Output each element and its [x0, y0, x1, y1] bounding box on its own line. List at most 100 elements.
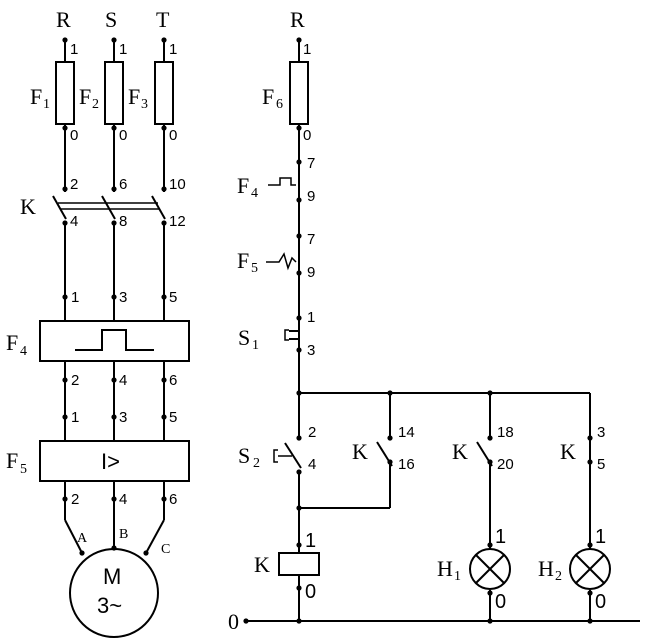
f4-contact-label: F [237, 173, 249, 198]
s2-sub: 2 [253, 456, 260, 471]
control-fuse-f6: F 6 1 0 [262, 41, 311, 144]
magnetic-actuator-icon [266, 252, 297, 271]
overcurrent-f5-bottom-3: 6 [169, 491, 177, 508]
thermal-symbol-icon [75, 329, 154, 351]
fuse-f6-label: F [262, 84, 274, 109]
fuse-f1: F 1 1 0 [30, 41, 78, 144]
motor-terminal-b: B [119, 527, 128, 542]
k-h1-top: 18 [497, 424, 514, 441]
f5-contact-top: 7 [307, 231, 315, 248]
overload-f4-bottom-1: 2 [71, 372, 79, 389]
fuse-f2: F 2 1 0 [79, 41, 127, 144]
overcurrent-f5-sub: 5 [20, 462, 27, 477]
fuse-f3-label: F [128, 84, 140, 109]
s1-top: 1 [307, 309, 315, 326]
k-h2-contact: K 3 5 [560, 424, 605, 473]
overload-f4-top-2: 3 [119, 289, 127, 306]
f5-aux-contact: F 5 7 9 [237, 231, 315, 281]
contactor-coil-k: K 1 0 [254, 530, 320, 603]
k-hold-top: 14 [398, 424, 415, 441]
k-hold-contact: K 14 16 [352, 424, 415, 473]
overload-f4-top-3: 5 [169, 289, 177, 306]
lamp-h2: H 2 1 0 [538, 526, 611, 613]
overcurrent-f5-bottom-2: 4 [119, 491, 127, 508]
k-h2-bottom: 5 [597, 456, 605, 473]
lamp-h2-sub: 2 [555, 569, 562, 584]
k-h1-label: K [452, 439, 468, 464]
coil-bottom: 0 [305, 581, 316, 603]
contactor-k-bottom-1: 4 [70, 213, 78, 230]
fuse-f3: F 3 1 0 [128, 41, 177, 144]
fuse-f2-bottom: 0 [119, 127, 127, 144]
lamp-h1: H 1 1 0 [437, 526, 511, 613]
control-circuit: R [228, 7, 640, 634]
phase-label-s: S [105, 7, 117, 32]
k-h1-bottom: 20 [497, 456, 514, 473]
contactor-k-top-1: 2 [70, 176, 78, 193]
overload-f4-top-1: 1 [71, 289, 79, 306]
lamp-h1-top: 1 [495, 526, 506, 548]
lamp-h1-bottom: 0 [495, 591, 506, 613]
motor-terminal-c: C [161, 542, 170, 557]
fuse-f3-sub: 3 [141, 97, 148, 112]
lamp-h2-bottom: 0 [595, 591, 606, 613]
pushbutton-actuator-icon [284, 329, 289, 341]
stop-button-s1: S 1 1 3 [238, 309, 315, 359]
overcurrent-relay-f5: I> F 5 1 3 5 2 4 6 [6, 409, 190, 508]
phase-label-t: T [156, 7, 170, 32]
thermal-actuator-icon [268, 177, 296, 186]
fuse-f2-sub: 2 [92, 97, 99, 112]
f4-contact-top: 7 [307, 155, 315, 172]
lamp-h1-sub: 1 [454, 569, 461, 584]
s2-label: S [238, 443, 250, 468]
fuse-f1-label: F [30, 84, 42, 109]
phase-label-r: R [56, 7, 71, 32]
fuse-f1-bottom: 0 [70, 127, 78, 144]
power-circuit: R S T [6, 7, 190, 638]
lamp-h2-label: H [538, 556, 554, 581]
fuse-f3-top: 1 [169, 41, 177, 58]
k-h2-top: 3 [597, 424, 605, 441]
overload-f4-bottom-2: 4 [119, 372, 127, 389]
overcurrent-symbol: I> [101, 449, 120, 474]
k-h2-label: K [560, 439, 576, 464]
fuse-f6-bottom: 0 [303, 127, 311, 144]
motor-name: M [103, 564, 121, 589]
k-h1-contact: K 18 20 [452, 424, 514, 473]
overcurrent-f5-bottom-1: 2 [71, 491, 79, 508]
control-wires [246, 40, 640, 622]
pushbutton-actuator-icon [273, 449, 278, 463]
f5-contact-bottom: 9 [307, 264, 315, 281]
overcurrent-f5-top-3: 5 [169, 409, 177, 426]
contactor-k-bottom-2: 8 [119, 213, 127, 230]
main-contactor-k: K 2 6 10 4 8 12 [20, 176, 186, 230]
k-hold-label: K [352, 439, 368, 464]
motor-m: M 3~ A B C [69, 527, 170, 638]
fuse-f1-sub: 1 [43, 97, 50, 112]
s1-bottom: 3 [307, 342, 315, 359]
fuse-f6-sub: 6 [276, 97, 283, 112]
fuse-f1-top: 1 [70, 41, 78, 58]
contactor-k-label: K [20, 194, 36, 219]
f5-contact-sub: 5 [251, 261, 258, 276]
overload-f4-bottom-3: 6 [169, 372, 177, 389]
fuse-f3-bottom: 0 [169, 127, 177, 144]
fuse-f6-top: 1 [303, 41, 311, 58]
coil-top: 1 [305, 530, 316, 552]
s2-bottom: 4 [308, 456, 316, 473]
lamp-h1-label: H [437, 556, 453, 581]
f5-contact-label: F [237, 248, 249, 273]
overcurrent-f5-label: F [6, 448, 18, 473]
motor-terminal-a: A [77, 531, 88, 546]
f4-contact-sub: 4 [251, 186, 258, 201]
overcurrent-f5-top-1: 1 [71, 409, 79, 426]
contactor-k-top-2: 6 [119, 176, 127, 193]
fuse-f2-label: F [79, 84, 91, 109]
s2-top: 2 [308, 424, 316, 441]
overcurrent-f5-top-2: 3 [119, 409, 127, 426]
k-hold-bottom: 16 [398, 456, 415, 473]
s1-label: S [238, 325, 250, 350]
overload-f4-sub: 4 [20, 344, 27, 359]
contactor-k-bottom-3: 12 [169, 213, 186, 230]
